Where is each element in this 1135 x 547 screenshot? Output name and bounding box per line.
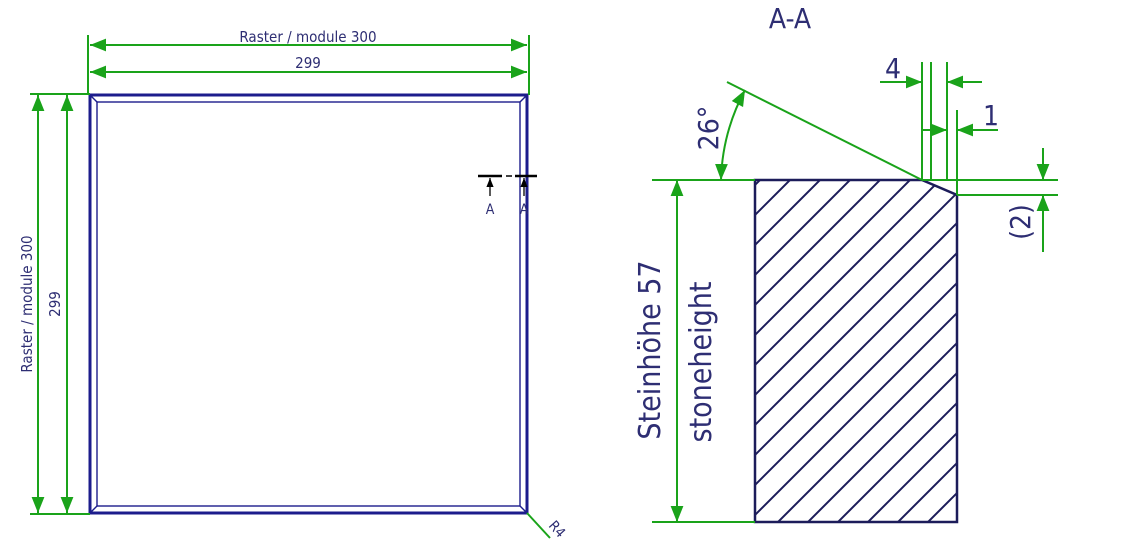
stone-height-label-de: Steinhöhe 57 [633,260,668,439]
hatch-line [755,180,957,522]
tile-chamfer-edge [96,101,521,507]
stone-height-label-en: stoneheight [684,282,719,443]
hatch-line [755,180,931,522]
hatch-line [755,180,811,522]
dim-edge-label: 1 [983,99,999,132]
hatch-line [755,180,901,522]
hatch-line [755,180,957,522]
angle-label: 26° [692,106,725,151]
hatch-line [755,180,957,522]
plan-view: Raster / module 300 299 Raster / module … [18,28,568,541]
section-marker-left: A [486,202,495,218]
tile-corner-chamfers [89,94,528,514]
radius-leader [526,512,551,539]
hatch-line [755,180,957,522]
hatch-line [755,180,871,522]
plan-extension-lines [30,35,530,515]
hatch-line [799,180,957,522]
hatch-line [755,180,841,522]
hatch-line [859,180,957,522]
section-title: A-A [769,2,812,35]
dim-top-outer-label: Raster / module 300 [239,28,376,46]
dim-left-inner-label: 299 [46,291,64,317]
hatch-line [200,160,600,547]
hatch-line [755,180,957,522]
section-cut-marker: A A [478,174,537,218]
section-view: A-A Steinhöhe 57 stoneheight 26° 4 [200,2,1135,547]
angle-arc [715,89,746,181]
hatch-line [829,180,957,522]
section-outline [753,178,959,524]
hatch-line [769,180,957,522]
hatch-line [755,180,781,522]
hatch-line [230,160,630,547]
hatch-line [755,180,957,522]
hatch-line [1040,160,1135,547]
hatch-line [1070,160,1135,547]
dim-chamfer-height-label: (2) [1004,204,1037,240]
dim-left-outer-label: Raster / module 300 [18,235,36,372]
dim-top-inner-label: 299 [295,54,321,72]
angle-reference-line [726,81,923,181]
hatch-line [1100,160,1135,547]
section-marker-right: A [520,202,529,218]
tile-outline [88,93,529,515]
hatch-line [755,180,957,522]
hatch-line [260,160,660,547]
hatch-line [290,160,690,547]
dim-chamfer-width-label: 4 [885,52,901,85]
